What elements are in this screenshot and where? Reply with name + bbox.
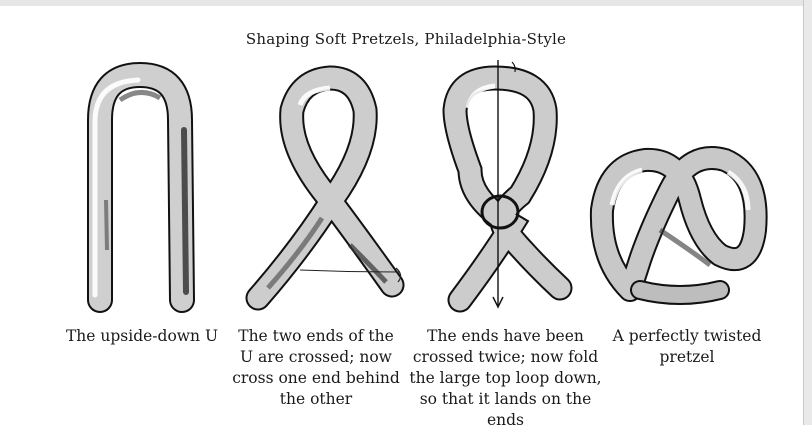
step-3-crossed-twice [455, 60, 560, 307]
step-3-caption: The ends have been crossed twice; now fo… [408, 326, 603, 431]
step-2-caption: The two ends of the U are crossed; now c… [232, 326, 400, 410]
step-2-crossed-ends [258, 78, 401, 298]
step-1-upside-down-u [95, 75, 186, 300]
step-1-caption: The upside-down U [62, 326, 222, 347]
step-4-caption: A perfectly twisted pretzel [612, 326, 762, 368]
step-4-finished-pretzel [602, 158, 756, 295]
